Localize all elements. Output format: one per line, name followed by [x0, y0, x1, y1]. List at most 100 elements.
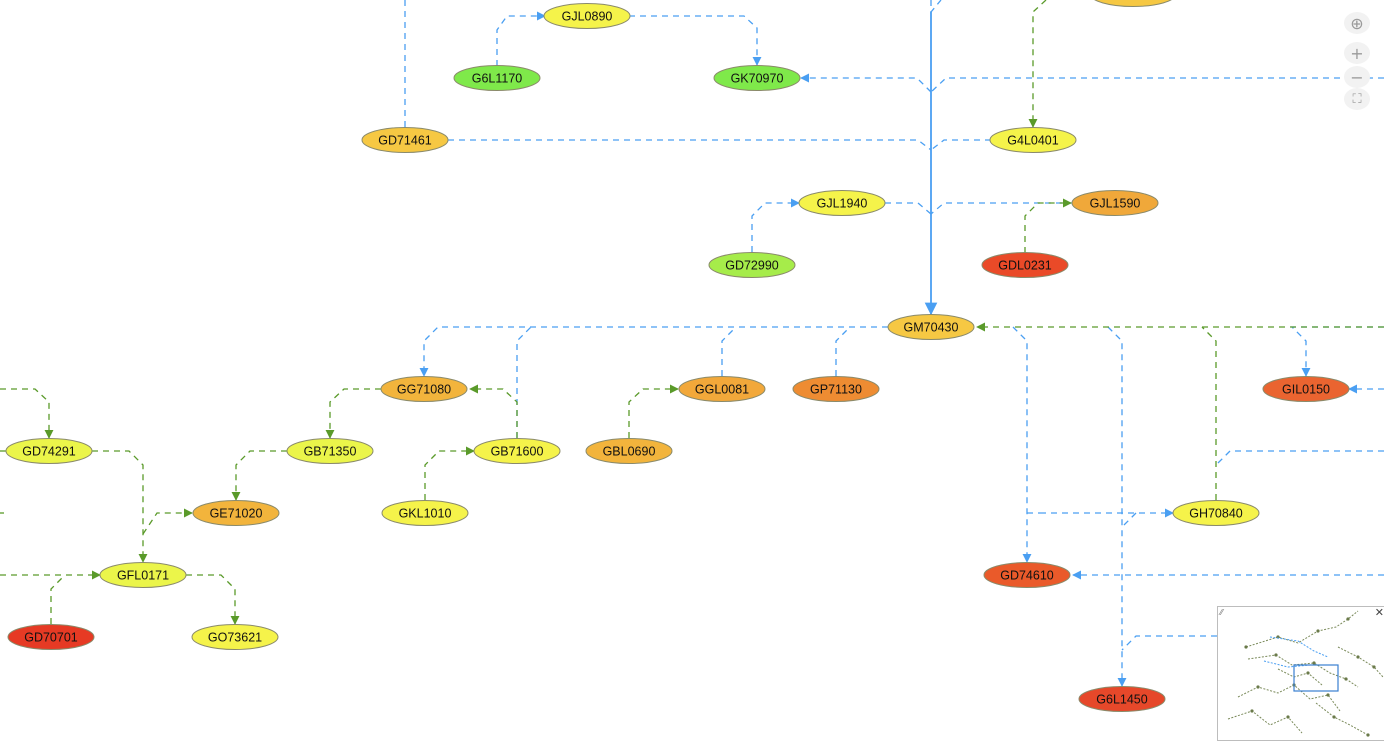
node-label: GB71350 — [304, 445, 357, 459]
edge — [516, 326, 532, 438]
node-ge71020[interactable]: GE71020 — [192, 500, 280, 526]
node-shape[interactable] — [983, 562, 1071, 588]
node-gm70430[interactable]: GM70430 — [887, 314, 975, 340]
minus-icon: − — [1350, 67, 1364, 87]
edge — [1201, 326, 1217, 500]
node-gg71080[interactable]: GG71080 — [380, 376, 468, 402]
edge — [1215, 450, 1384, 466]
node-shape[interactable] — [5, 438, 93, 464]
node-gdl0231[interactable]: GDL0231 — [981, 252, 1069, 278]
edge — [142, 508, 193, 535]
node-shape[interactable] — [792, 376, 880, 402]
node-label: GP71130 — [810, 383, 862, 397]
node-shape[interactable] — [381, 500, 469, 526]
node-shape[interactable] — [981, 252, 1069, 278]
node-label: G4L0401 — [1007, 134, 1058, 148]
node-gjl0890[interactable]: GJL0890 — [543, 3, 631, 29]
edge — [1024, 198, 1072, 253]
edge — [231, 450, 287, 501]
node-gbl0690[interactable]: GBL0690 — [585, 438, 673, 464]
node-label: GG71080 — [397, 383, 451, 397]
node-shape[interactable] — [361, 127, 449, 153]
node-gd70701[interactable]: GD70701 — [7, 624, 95, 650]
node-shape[interactable] — [1262, 376, 1350, 402]
node-gk70970[interactable]: GK70970 — [713, 65, 801, 91]
edge — [835, 326, 851, 376]
minimap-overview — [1227, 610, 1384, 737]
node-gjl1590[interactable]: GJL1590 — [1071, 190, 1159, 216]
node-label: GL0200 — [1111, 0, 1156, 2]
node-gh70840[interactable]: GH70840 — [1172, 500, 1260, 526]
resize-handle-icon[interactable]: ⁄⁄ — [1220, 608, 1223, 617]
node-shape[interactable] — [708, 252, 796, 278]
node-gl0200[interactable]: GL0200 — [1090, 0, 1176, 7]
edge — [0, 388, 54, 439]
node-label: GDL0231 — [998, 259, 1052, 273]
node-shape[interactable] — [585, 438, 673, 464]
node-shape[interactable] — [286, 438, 374, 464]
node-label: GD74610 — [1000, 569, 1054, 583]
zoom-out-button[interactable]: − — [1344, 66, 1370, 88]
node-gd71461[interactable]: GD71461 — [361, 127, 449, 153]
node-gkl1010[interactable]: GKL1010 — [381, 500, 469, 526]
node-shape[interactable] — [887, 314, 975, 340]
node-gjl1940[interactable]: GJL1940 — [798, 190, 886, 216]
node-label: GD74291 — [22, 445, 76, 459]
node-label: GO73621 — [208, 631, 262, 645]
node-gd74291[interactable]: GD74291 — [5, 438, 93, 464]
edge — [469, 384, 518, 438]
edge — [1121, 512, 1137, 528]
edge — [628, 384, 679, 438]
node-shape[interactable] — [543, 3, 631, 29]
edge — [751, 198, 800, 252]
pan-icon: ⊕ — [1350, 13, 1364, 33]
node-shape[interactable] — [1078, 686, 1166, 712]
edge — [930, 0, 942, 14]
node-g6l1170[interactable]: G6L1170 — [453, 65, 541, 91]
node-gb71600[interactable]: GB71600 — [473, 438, 561, 464]
node-g4l0401[interactable]: G4L0401 — [989, 127, 1077, 153]
node-label: G6L1170 — [472, 72, 523, 86]
node-gd74610[interactable]: GD74610 — [983, 562, 1071, 588]
node-shape[interactable] — [473, 438, 561, 464]
fit-button[interactable]: ⛶ — [1344, 88, 1370, 110]
edge — [930, 77, 1384, 93]
node-shape[interactable] — [1090, 0, 1176, 7]
node-g6l1450[interactable]: G6L1450 — [1078, 686, 1166, 712]
node-label: GD71461 — [378, 134, 432, 148]
edge — [186, 574, 240, 625]
node-shape[interactable] — [1172, 500, 1260, 526]
node-shape[interactable] — [713, 65, 801, 91]
node-shape[interactable] — [798, 190, 886, 216]
minimap[interactable]: ⁄⁄ ✕ — [1217, 606, 1384, 741]
node-shape[interactable] — [989, 127, 1077, 153]
node-shape[interactable] — [192, 500, 280, 526]
node-label: GJL1590 — [1090, 197, 1141, 211]
edge — [424, 446, 475, 500]
node-shape[interactable] — [1071, 190, 1159, 216]
node-gp71130[interactable]: GP71130 — [792, 376, 880, 402]
pan-control[interactable]: ⊕ — [1344, 12, 1370, 34]
node-label: GGL0081 — [695, 383, 749, 397]
edge — [496, 11, 546, 66]
node-ggl0081[interactable]: GGL0081 — [678, 376, 766, 402]
node-shape[interactable] — [99, 562, 187, 588]
node-shape[interactable] — [678, 376, 766, 402]
node-gfl0171[interactable]: GFL0171 — [99, 562, 187, 588]
edge — [50, 574, 66, 624]
node-label: GK70970 — [731, 72, 784, 86]
node-gb71350[interactable]: GB71350 — [286, 438, 374, 464]
node-gil0150[interactable]: GIL0150 — [1262, 376, 1350, 402]
node-gd72990[interactable]: GD72990 — [708, 252, 796, 278]
zoom-in-button[interactable]: + — [1344, 42, 1370, 64]
minimap-close-button[interactable]: ✕ — [1374, 606, 1384, 619]
node-shape[interactable] — [453, 65, 541, 91]
node-shape[interactable] — [191, 624, 279, 650]
node-go73621[interactable]: GO73621 — [191, 624, 279, 650]
plus-icon: + — [1350, 43, 1364, 63]
node-shape[interactable] — [380, 376, 468, 402]
edge — [448, 139, 932, 151]
edge — [92, 450, 148, 563]
node-shape[interactable] — [7, 624, 95, 650]
